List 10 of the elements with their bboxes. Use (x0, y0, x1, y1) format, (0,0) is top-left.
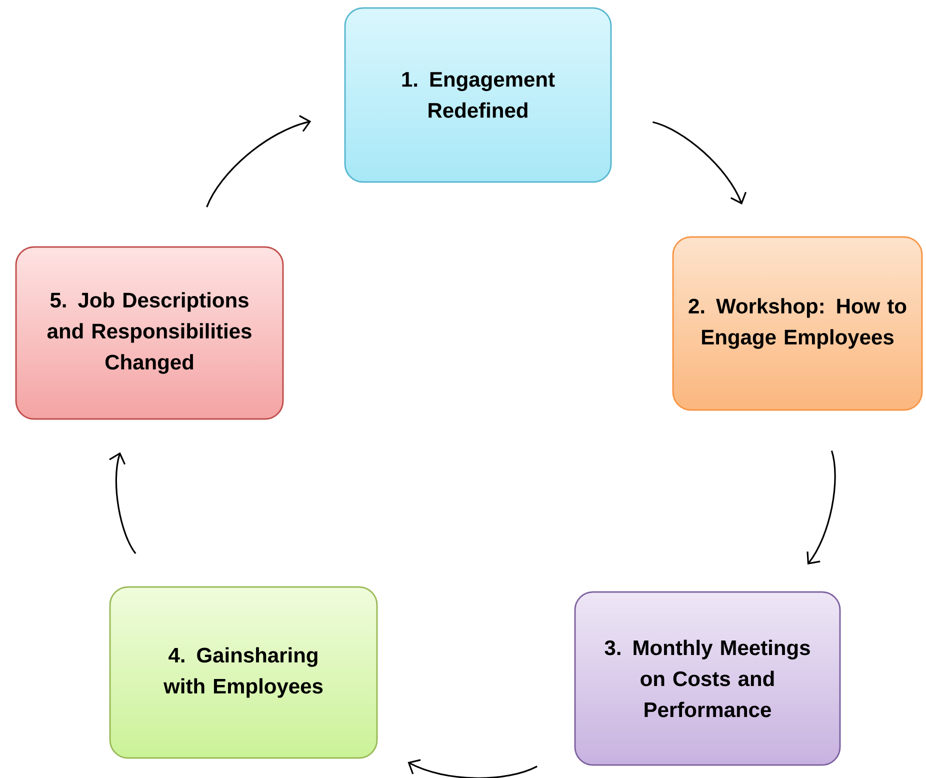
arrow (408, 759, 538, 778)
process-box: 4. Gainsharing with Employees (109, 586, 378, 759)
process-box: 5. Job Descriptions and Responsibilities Changed (15, 246, 284, 420)
arrow (109, 452, 136, 554)
arrow (652, 121, 747, 205)
arrow (806, 450, 836, 565)
process-box: 3. Monthly Meetings on Costs and Performance (574, 591, 841, 766)
arrow (206, 115, 312, 208)
process-box: 1. Engagement Redefined (344, 7, 612, 183)
process-box: 2. Workshop: How to Engage Employees (672, 236, 923, 411)
